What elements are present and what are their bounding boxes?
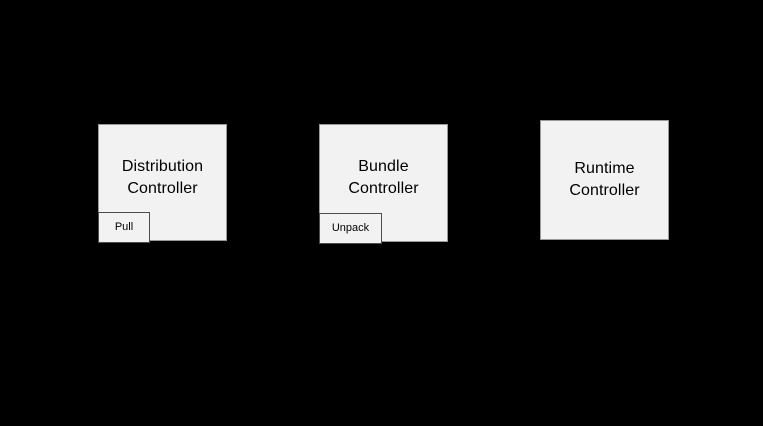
subnode-pull[interactable]: Pull	[98, 212, 150, 243]
subnode-unpack-label: Unpack	[331, 222, 370, 234]
node-runtime-controller[interactable]: Runtime Controller	[540, 120, 669, 240]
subnode-pull-label: Pull	[114, 221, 134, 233]
subnode-unpack[interactable]: Unpack	[319, 213, 382, 244]
node-bundle-controller-label: Bundle Controller	[348, 158, 419, 197]
node-distribution-controller-label: Distribution Controller	[121, 157, 204, 197]
node-runtime-controller-label: Runtime Controller	[569, 160, 640, 199]
